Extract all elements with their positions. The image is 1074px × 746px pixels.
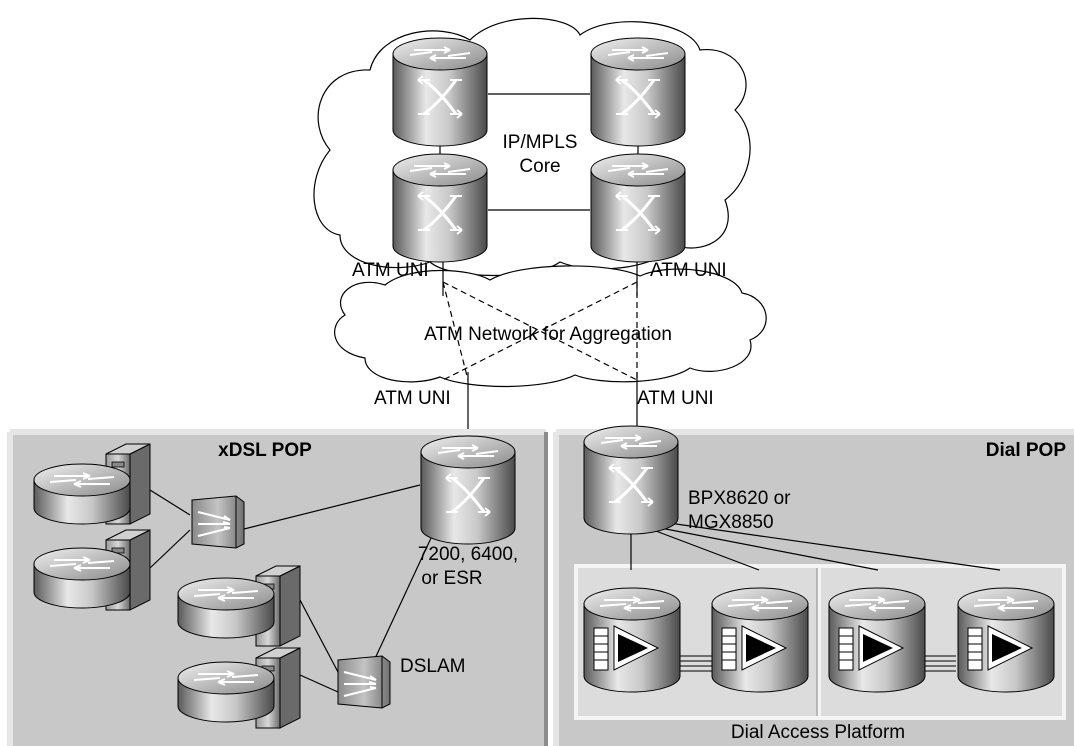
dial-pop-switch (582, 424, 680, 536)
dslam-label: DSLAM (400, 656, 465, 677)
switch-label-line1: BPX8620 or (688, 488, 791, 509)
xdsl-aggregator-switch (419, 434, 517, 546)
core-switch-top-right (589, 36, 687, 148)
dslam-icon (337, 655, 391, 709)
access-server-3 (828, 587, 926, 693)
router-1 (33, 463, 131, 525)
atm-cloud-title: ATM Network for Aggregation (424, 324, 672, 345)
router-2 (33, 547, 131, 609)
access-server-2 (711, 587, 809, 693)
dial-access-platform-label: Dial Access Platform (731, 722, 905, 743)
atm-aggregation-cloud (334, 265, 767, 388)
core-title-line1: IP/MPLS (503, 132, 578, 153)
aggregator-label-line1: 7200, 6400, (418, 544, 518, 565)
router-3 (177, 577, 275, 639)
switch-label-line2: MGX8850 (688, 512, 774, 533)
atm-virtual-circuits (442, 281, 638, 381)
atm-uni-label-top-left: ATM UNI (352, 260, 429, 281)
router-4 (177, 661, 275, 723)
access-server-4 (957, 587, 1055, 693)
xdsl-pop-title: xDSL POP (218, 440, 312, 461)
aggregator-label-line2: or ESR (421, 568, 482, 589)
dial-pop-title: Dial POP (986, 440, 1067, 461)
atm-uni-label-bottom-left: ATM UNI (374, 388, 451, 409)
aggregation-device-icon (191, 495, 245, 549)
core-switch-bottom-left (391, 152, 489, 264)
atm-uni-label-top-right: ATM UNI (650, 260, 727, 281)
core-title-line2: Core (519, 156, 560, 177)
access-server-1 (583, 587, 681, 693)
atm-uni-label-bottom-right: ATM UNI (637, 388, 714, 409)
core-switch-bottom-right (589, 152, 687, 264)
core-switch-top-left (391, 36, 489, 148)
